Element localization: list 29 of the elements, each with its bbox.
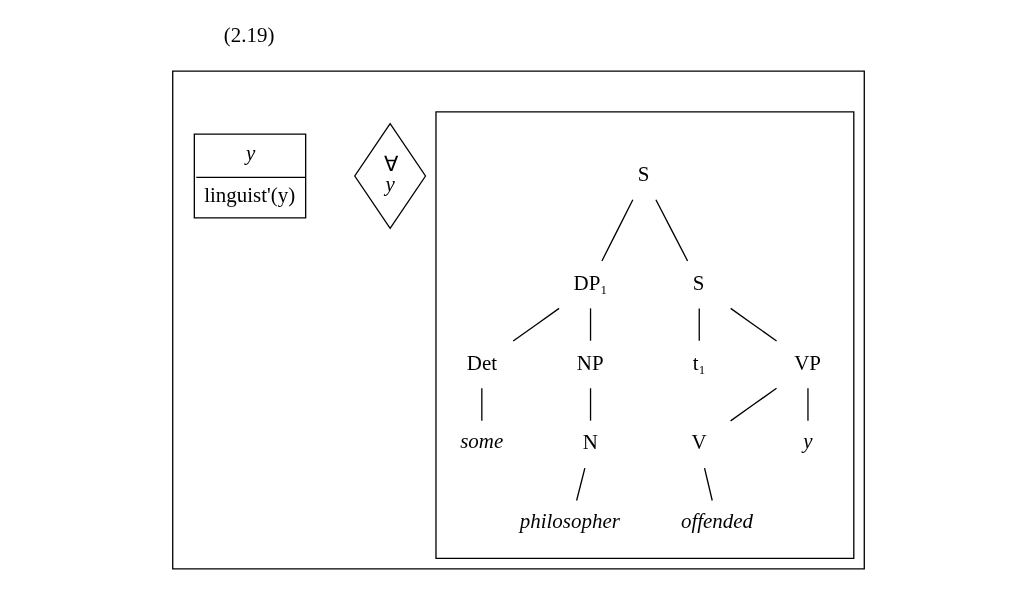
connector [729, 387, 777, 422]
connector [698, 307, 700, 342]
connector [806, 387, 809, 422]
node-text: y [802, 429, 813, 454]
label: (2.19) [223, 23, 274, 48]
connector [654, 199, 688, 262]
connector [703, 467, 713, 502]
node-text: offended [680, 509, 753, 534]
connector [575, 467, 585, 502]
node-text: Det [466, 350, 497, 375]
connector [512, 307, 560, 342]
node-text: S [692, 270, 704, 295]
cluster [171, 70, 865, 570]
node-text: VP [793, 350, 821, 375]
connector [589, 387, 591, 422]
node-text: NP [576, 350, 604, 375]
connector [600, 199, 633, 262]
node-text: V [690, 430, 707, 455]
node-text: t₁ [692, 350, 706, 375]
cluster [434, 111, 854, 560]
node-text: DP₁ [573, 270, 608, 295]
connector [589, 307, 591, 342]
connector [729, 307, 777, 342]
node-text: N [582, 430, 598, 455]
connector [480, 387, 482, 422]
node-text: philosopher [519, 509, 620, 534]
node-text: some [459, 429, 503, 454]
node-diamond: ∀ y [353, 122, 426, 230]
node-text: S [637, 161, 649, 186]
